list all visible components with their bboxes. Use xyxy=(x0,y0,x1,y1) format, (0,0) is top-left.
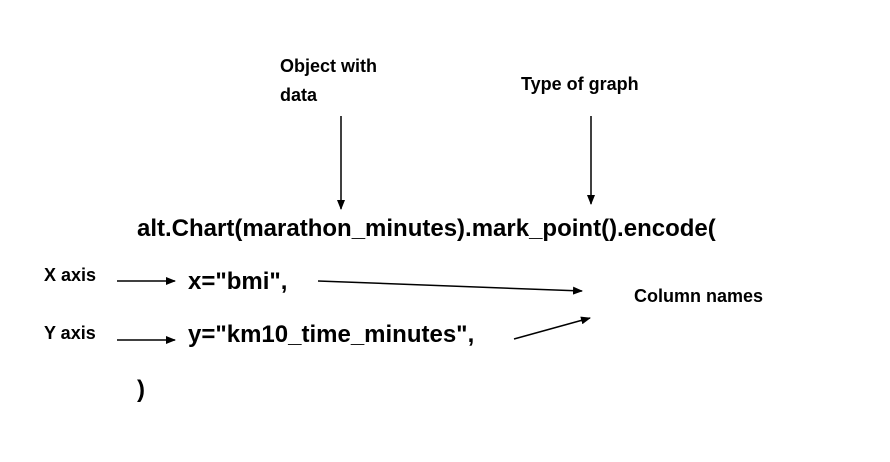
column-names-label: Column names xyxy=(634,286,764,306)
code-line-chart-call: alt.Chart(marathon_minutes).mark_point()… xyxy=(137,215,716,242)
arrow-bmi-to-column-names xyxy=(317,280,583,295)
object-with-data-label-line1: Object with xyxy=(280,56,378,76)
type-of-graph-label: Type of graph xyxy=(521,74,639,94)
code-line-x-encoding: x="bmi", xyxy=(188,268,288,295)
y-axis-label: Y axis xyxy=(44,323,96,343)
x-axis-label: X axis xyxy=(44,265,97,285)
object-with-data-label-line2: data xyxy=(280,85,318,105)
code-line-closing-paren: ) xyxy=(137,376,145,403)
code-line-y-encoding: y="km10_time_minutes", xyxy=(188,321,475,348)
object-with-data-label: Object with data xyxy=(280,52,377,110)
arrow-km10-to-column-names xyxy=(513,316,591,340)
